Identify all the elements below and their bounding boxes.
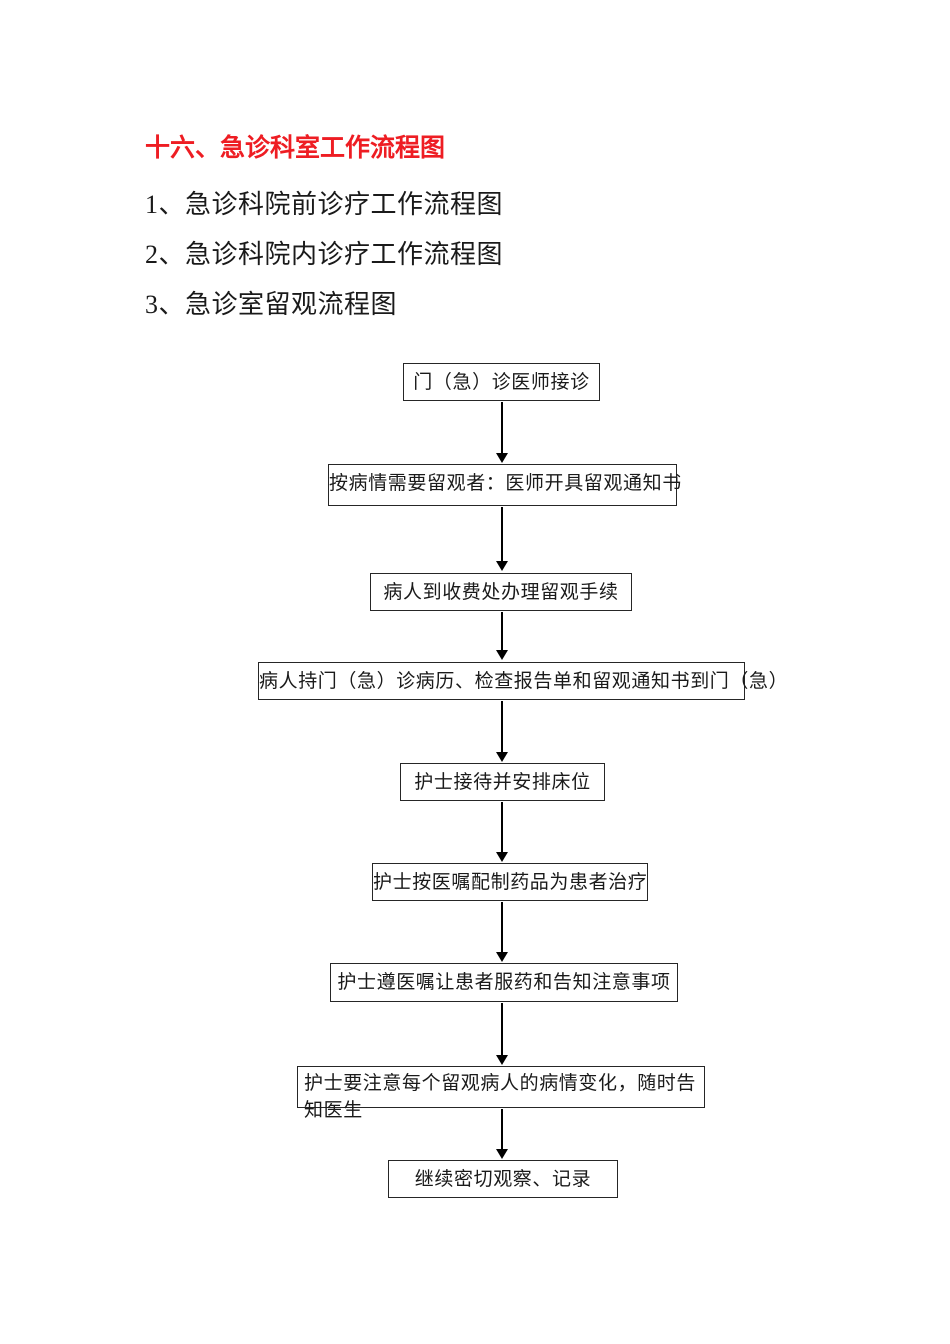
page-title: 十六、急诊科室工作流程图 <box>145 134 446 162</box>
toc-item-3: 3、急诊室留观流程图 <box>145 290 398 319</box>
flow-node-3-label: 病人到收费处办理留观手续 <box>383 582 619 603</box>
flow-edge-3-4 <box>501 612 503 651</box>
flow-node-1-label: 门（急）诊医师接诊 <box>413 372 590 393</box>
table-of-contents: 1、急诊科院前诊疗工作流程图 2、急诊科院内诊疗工作流程图 3、急诊室留观流程图 <box>145 180 845 330</box>
flow-node-5: 护士接待并安排床位 <box>400 763 605 801</box>
flow-node-2: 按病情需要留观者：医师开具留观通知书 <box>328 464 682 506</box>
flow-node-1: 门（急）诊医师接诊 <box>403 363 600 401</box>
flow-node-4: 病人持门（急）诊病历、检查报告单和留观通知书到门（急） <box>258 662 789 700</box>
flow-node-8: 护士要注意每个留观病人的病情变化，随时告知医生 <box>297 1066 705 1121</box>
flow-edge-7-8 <box>501 1003 503 1056</box>
flow-edge-5-6 <box>501 802 503 853</box>
flow-node-8-label: 护士要注意每个留观病人的病情变化，随时告知医生 <box>304 1073 697 1121</box>
flow-node-6-label: 护士按医嘱配制药品为患者治疗 <box>373 872 648 893</box>
flow-edge-6-7 <box>501 902 503 953</box>
toc-item-1: 1、急诊科院前诊疗工作流程图 <box>145 190 504 219</box>
flow-edge-1-2 <box>501 402 503 454</box>
flow-node-6: 护士按医嘱配制药品为患者治疗 <box>372 863 648 901</box>
flow-node-5-label: 护士接待并安排床位 <box>414 772 591 793</box>
flow-edge-4-5 <box>501 701 503 753</box>
flow-node-7: 护士遵医嘱让患者服药和告知注意事项 <box>330 963 678 1002</box>
flow-node-9: 继续密切观察、记录 <box>388 1160 618 1198</box>
flow-node-9-label: 继续密切观察、记录 <box>414 1169 592 1190</box>
toc-item-2: 2、急诊科院内诊疗工作流程图 <box>145 240 504 269</box>
flow-node-3: 病人到收费处办理留观手续 <box>370 573 632 611</box>
flow-node-2-label: 按病情需要留观者：医师开具留观通知书 <box>329 473 682 494</box>
flow-edge-2-3 <box>501 507 503 562</box>
flow-node-4-label: 病人持门（急）诊病历、检查报告单和留观通知书到门（急） <box>259 671 789 692</box>
flow-edge-8-9 <box>501 1109 503 1150</box>
flow-node-7-label: 护士遵医嘱让患者服药和告知注意事项 <box>337 972 671 993</box>
